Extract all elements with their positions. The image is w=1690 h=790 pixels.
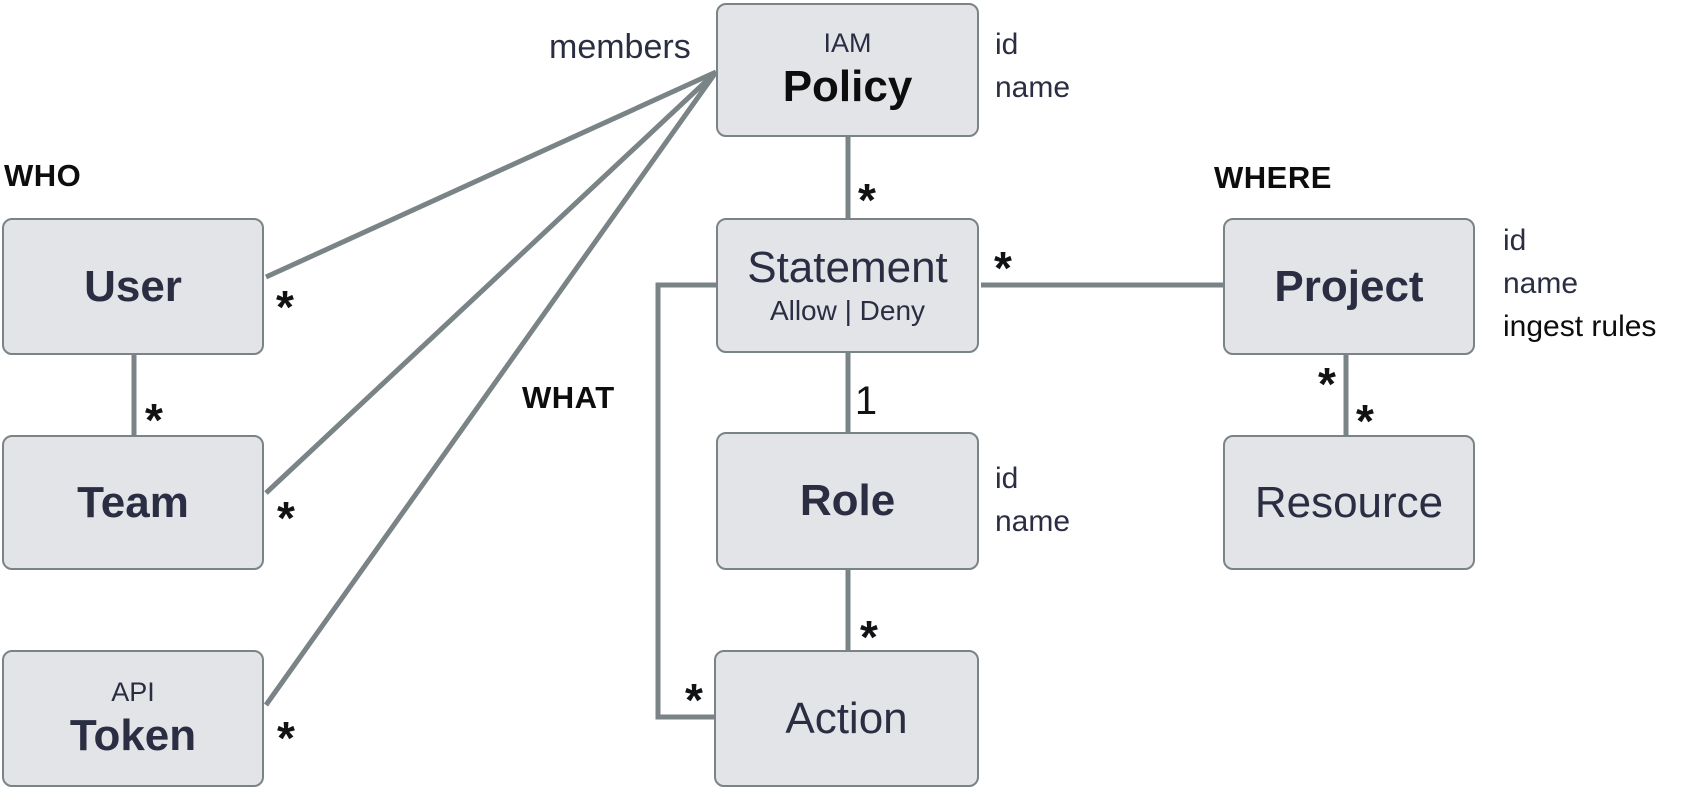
- entity-statement-title: Statement: [747, 242, 948, 292]
- entity-user-title: User: [84, 261, 182, 311]
- role-attribute-id: id: [995, 462, 1019, 495]
- entity-api-token-title: Token: [69, 710, 197, 760]
- members-edge-label: members: [549, 28, 691, 66]
- group-label-who: WHO: [4, 158, 82, 193]
- project-attribute-name: name: [1503, 267, 1579, 300]
- role-attributes: id name: [995, 457, 1070, 543]
- project-attributes: id name ingest rules: [1503, 219, 1656, 348]
- entity-resource: Resource: [1223, 435, 1475, 570]
- entity-statement: Statement Allow | Deny: [716, 218, 979, 353]
- entity-policy: IAM Policy: [716, 3, 979, 137]
- multiplicity-team-policy: *: [277, 492, 295, 545]
- multiplicity-statement-project: *: [994, 242, 1012, 295]
- edge-statement-action-bracket: [655, 282, 716, 720]
- project-attribute-id: id: [1503, 224, 1527, 257]
- policy-attributes: id name: [995, 23, 1070, 109]
- multiplicity-token-policy: *: [277, 712, 295, 765]
- multiplicity-statement-role: 1: [854, 379, 878, 423]
- edge-policy-team: [264, 70, 718, 495]
- multiplicity-policy-statement: *: [858, 174, 876, 227]
- entity-role: Role: [716, 432, 979, 570]
- multiplicity-user-team: *: [145, 394, 163, 447]
- multiplicity-project-resource-lower: *: [1356, 395, 1374, 448]
- entity-user: User: [2, 218, 264, 355]
- policy-attribute-id: id: [995, 28, 1019, 61]
- group-label-where: WHERE: [1214, 160, 1332, 195]
- project-attribute-ingest-rules: ingest rules: [1503, 310, 1657, 343]
- multiplicity-statement-action: *: [685, 674, 703, 727]
- entity-api-token: API Token: [2, 650, 264, 787]
- entity-policy-super: IAM: [823, 28, 872, 59]
- entity-policy-title: Policy: [782, 62, 913, 112]
- multiplicity-user-policy: *: [276, 281, 294, 334]
- entity-team-title: Team: [77, 477, 189, 527]
- entity-team: Team: [2, 435, 264, 570]
- multiplicity-role-action: *: [860, 611, 878, 664]
- entity-role-title: Role: [799, 476, 896, 526]
- entity-resource-title: Resource: [1254, 477, 1444, 527]
- entity-action-title: Action: [785, 693, 908, 743]
- entity-project: Project: [1223, 218, 1475, 355]
- entity-action: Action: [714, 650, 979, 787]
- edge-policy-token: [263, 70, 719, 707]
- role-attribute-name: name: [995, 505, 1071, 538]
- entity-project-title: Project: [1274, 261, 1424, 311]
- entity-statement-subtitle: Allow | Deny: [769, 295, 926, 327]
- entity-api-token-super: API: [111, 676, 155, 707]
- multiplicity-project-resource-upper: *: [1318, 358, 1336, 411]
- group-label-what: WHAT: [522, 380, 615, 415]
- edge-policy-user: [264, 69, 718, 280]
- policy-attribute-name: name: [995, 71, 1071, 104]
